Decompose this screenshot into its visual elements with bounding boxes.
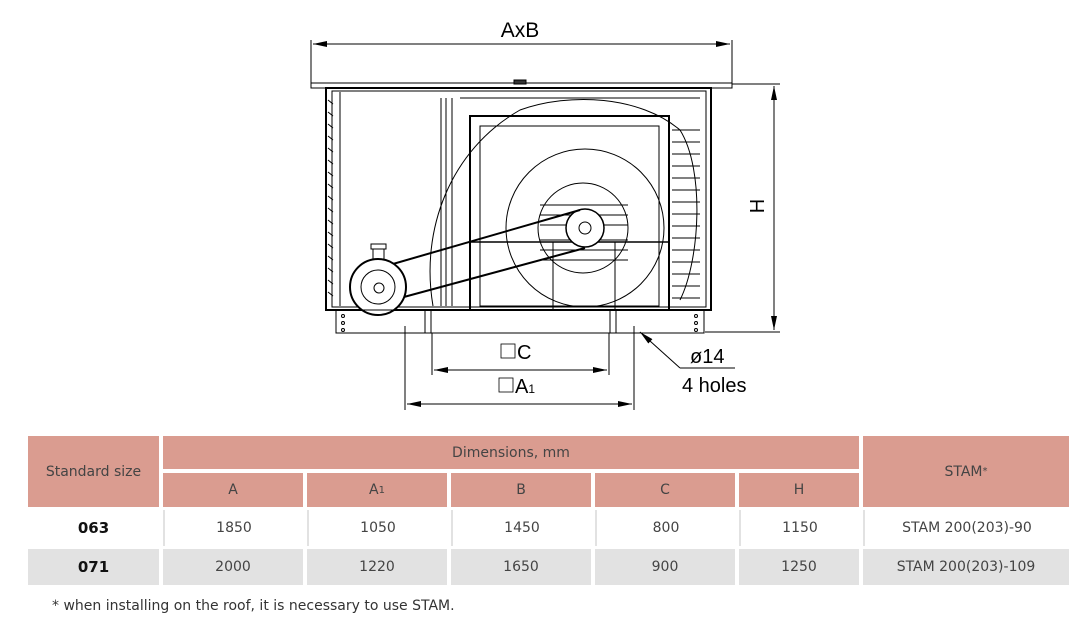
row-063-stam: STAM 200(203)-90 (863, 510, 1069, 546)
row-071-h: 1250 (739, 549, 859, 585)
row-063-size: 063 (28, 510, 159, 546)
a1-label: A1 (515, 376, 535, 398)
header-dimensions: Dimensions, mm (163, 436, 859, 469)
row-071-a: 2000 (163, 549, 303, 585)
row-063-h: 1150 (739, 510, 859, 546)
hole-diameter-label: ø14 (690, 346, 724, 368)
header-stam: STAM* (863, 436, 1069, 507)
header-standard-size: Standard size (28, 436, 159, 507)
a1-sub: 1 (378, 484, 385, 496)
row-071-b: 1650 (451, 549, 591, 585)
fan-unit-drawing: AxB H C A1 ø14 4 holes (310, 19, 780, 410)
header-h: H (739, 473, 859, 507)
row-071-stam: STAM 200(203)-109 (863, 549, 1069, 585)
row-071-a1: 1220 (307, 549, 447, 585)
row-071-size: 071 (28, 549, 159, 585)
holes-count-label: 4 holes (682, 375, 747, 397)
row-063-a: 1850 (163, 510, 303, 546)
stam-mark: * (982, 466, 988, 477)
header-a: A (163, 473, 303, 507)
a1-text: A (369, 482, 379, 498)
row-063-a1: 1050 (307, 510, 447, 546)
header-b: B (451, 473, 591, 507)
c-label: C (517, 342, 531, 364)
h-label: H (747, 199, 769, 213)
stam-text: STAM (944, 463, 983, 480)
footnote: * when installing on the roof, it is nec… (52, 598, 455, 614)
header-c: C (595, 473, 735, 507)
axb-label: AxB (501, 19, 540, 42)
row-063-b: 1450 (451, 510, 591, 546)
row-063-c: 800 (595, 510, 735, 546)
row-071-c: 900 (595, 549, 735, 585)
